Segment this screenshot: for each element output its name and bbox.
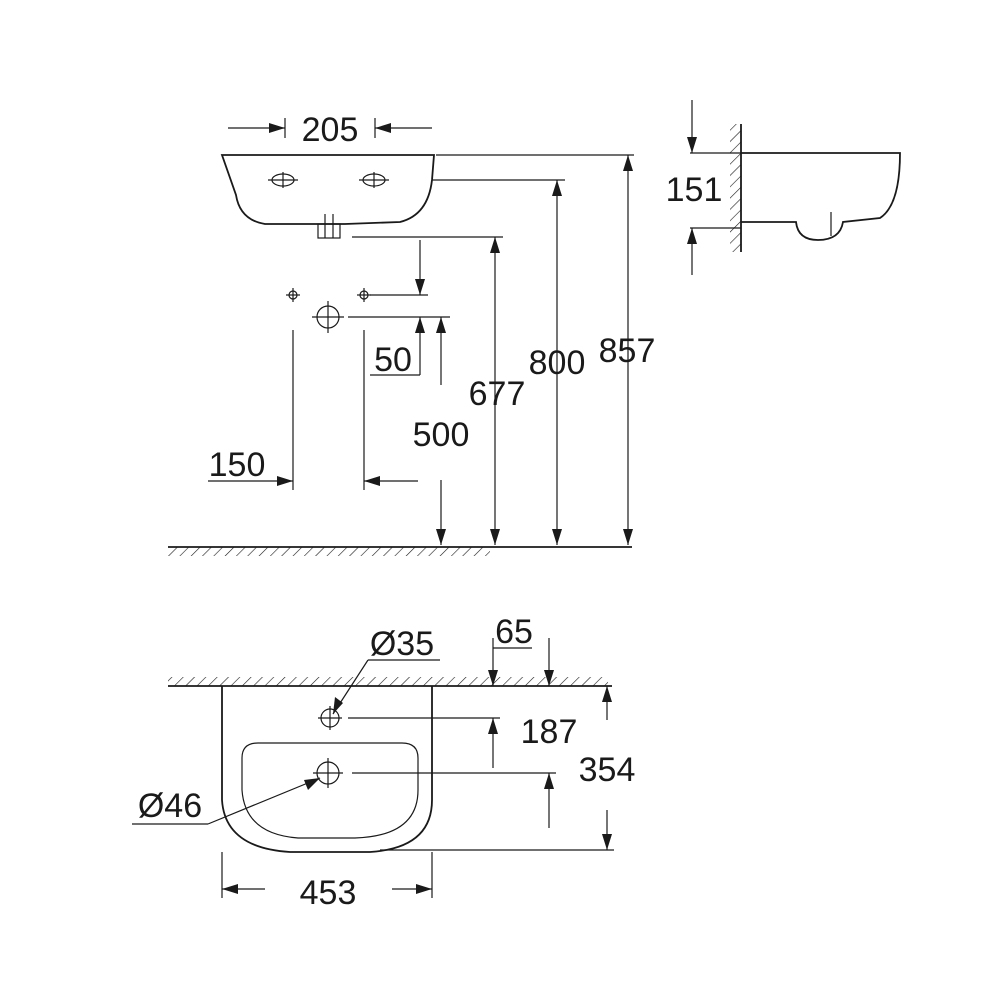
- tap-hole-left-icon: [268, 172, 298, 188]
- basin-side-outline: [741, 152, 901, 241]
- dim-205: 205: [302, 111, 359, 149]
- waste-outlet: [317, 223, 341, 239]
- top-wall-hatch: [168, 677, 608, 686]
- tap-hole-right-icon: [359, 172, 389, 188]
- front-view: 205 857 800 677 500 50: [168, 111, 655, 556]
- side-view: 151: [666, 100, 901, 275]
- dim-65: 65: [495, 613, 533, 651]
- dim-500: 500: [413, 416, 470, 454]
- basin-front-outline: [220, 154, 435, 225]
- dim-50: 50: [374, 341, 412, 379]
- dim-677: 677: [469, 375, 526, 413]
- dim-150: 150: [209, 446, 266, 484]
- dim-354: 354: [579, 751, 636, 789]
- dim-857: 857: [599, 332, 656, 370]
- top-view: Ø35 Ø46 65 187 354: [132, 613, 635, 912]
- waste-connection-icon: [312, 301, 344, 333]
- dim-151: 151: [666, 171, 723, 209]
- basin-top-outline: [221, 686, 433, 853]
- fixing-point-left-icon: [286, 288, 300, 302]
- fixing-point-right-icon: [357, 288, 371, 302]
- basin-bowl-outline: [241, 742, 419, 839]
- dim-diameter-46: Ø46: [138, 787, 202, 825]
- floor-hatch: [168, 547, 490, 556]
- dim-diameter-35: Ø35: [370, 625, 434, 663]
- wall-hatch: [730, 124, 741, 252]
- dim-453: 453: [300, 874, 357, 912]
- dim-187: 187: [521, 713, 578, 751]
- dim-800: 800: [529, 344, 586, 382]
